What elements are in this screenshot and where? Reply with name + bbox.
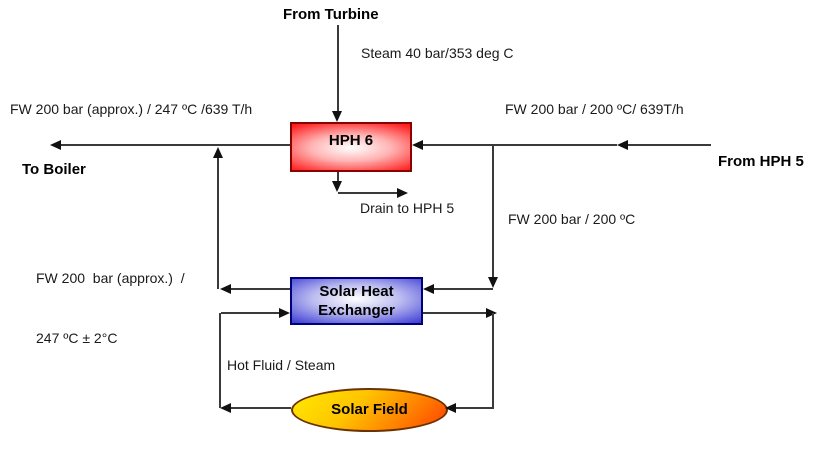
node-hph6-label: HPH 6 xyxy=(328,132,374,149)
arrowhead-into-solar-field xyxy=(445,403,456,413)
node-solar-field-label: Solar Field xyxy=(331,401,408,418)
arrowhead-field-outlet-corner xyxy=(220,403,231,413)
arrowhead-hot-fluid-into-shx xyxy=(279,308,290,318)
label-fw-solar-return-line2: 247 ºC ± 2°C xyxy=(36,330,118,346)
label-steam-conditions: Steam 40 bar/353 deg C xyxy=(361,45,514,61)
line-shx-outlet-right xyxy=(423,312,486,314)
line-solar-return-riser xyxy=(217,158,219,289)
line-fw-into-shx xyxy=(434,288,493,290)
label-from-turbine: From Turbine xyxy=(283,6,379,23)
arrowhead-fw-into-shx xyxy=(423,284,434,294)
line-fluid-down-right xyxy=(492,313,494,408)
label-fw-out-conditions: FW 200 bar (approx.) / 247 ºC /639 T/h xyxy=(10,101,253,117)
arrowhead-to-boiler xyxy=(50,140,61,150)
line-fw-branch-down xyxy=(492,146,494,277)
line-drain-down xyxy=(337,172,339,182)
arrowhead-steam-into-hph6 xyxy=(332,111,342,122)
line-hot-fluid-into-shx xyxy=(221,312,279,314)
label-fw-branch-conditions: FW 200 bar / 200 ºC xyxy=(508,211,636,227)
arrowhead-shx-outlet-corner xyxy=(486,308,497,318)
label-to-boiler: To Boiler xyxy=(22,161,86,178)
line-turbine-steam xyxy=(337,25,339,112)
label-fw-solar-return: FW 200 bar (approx.) / 247 ºC ± 2°C xyxy=(36,228,185,388)
label-hot-fluid: Hot Fluid / Steam xyxy=(227,357,336,373)
label-fw-solar-return-line1: FW 200 bar (approx.) / xyxy=(36,270,185,286)
arrowhead-shx-outlet-left xyxy=(220,284,231,294)
label-fw-in-conditions: FW 200 bar / 200 ºC/ 639T/h xyxy=(505,101,684,117)
line-from-hph5 xyxy=(628,144,711,146)
line-fw-into-hph6 xyxy=(423,144,617,146)
line-hot-fluid-riser xyxy=(219,313,221,408)
line-drain-right xyxy=(338,192,397,194)
node-hph6: HPH 6 xyxy=(290,122,412,172)
node-solar-field: Solar Field xyxy=(291,388,448,432)
arrowhead-fw-branch-corner xyxy=(488,277,498,288)
arrowhead-drain-to-hph5 xyxy=(397,188,408,198)
line-fw-to-boiler xyxy=(61,144,290,146)
node-solar-heat-exchanger: Solar Heat Exchanger xyxy=(290,277,423,325)
arrowhead-solar-return-up xyxy=(213,147,223,158)
label-drain-to-hph5: Drain to HPH 5 xyxy=(360,200,455,216)
node-shx-label-line1: Solar Heat xyxy=(319,283,394,300)
arrowhead-from-hph5 xyxy=(617,140,628,150)
line-fluid-into-field xyxy=(456,407,494,409)
arrowhead-fw-into-hph6 xyxy=(412,140,423,150)
label-from-hph5: From HPH 5 xyxy=(718,153,804,170)
arrowhead-drain-down xyxy=(332,181,342,192)
line-shx-outlet-left xyxy=(231,288,290,290)
line-field-outlet-left xyxy=(231,407,291,409)
node-shx-label-line2: Exchanger xyxy=(318,302,395,319)
